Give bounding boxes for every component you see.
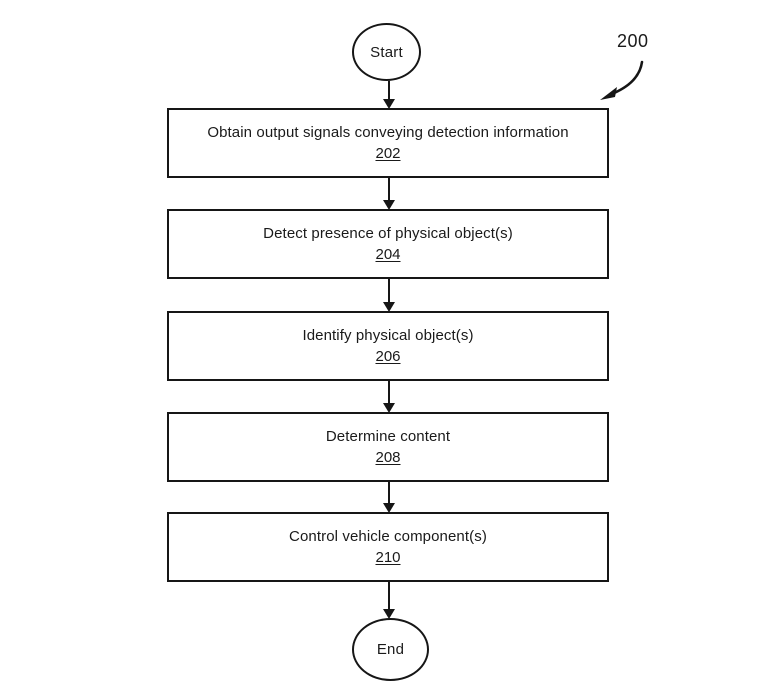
process-box-204-ref: 204	[375, 246, 401, 263]
connector-206-to-208	[381, 381, 397, 413]
arrow-down-icon	[383, 302, 395, 312]
process-box-204: Detect presence of physical object(s) 20…	[167, 209, 609, 279]
process-box-206: Identify physical object(s) 206	[167, 311, 609, 381]
process-box-210-text: Control vehicle component(s)	[289, 528, 487, 545]
process-box-202-ref: 202	[375, 145, 401, 162]
arrow-down-icon	[383, 403, 395, 413]
end-terminator: End	[352, 618, 429, 681]
connector-210-to-end	[381, 582, 397, 619]
arrow-down-icon	[383, 99, 395, 109]
arrow-down-icon	[383, 503, 395, 513]
process-box-208-text: Determine content	[325, 428, 451, 445]
figure-reference-number: 200	[617, 31, 649, 51]
connector-stem	[388, 381, 390, 404]
process-box-202-text: Obtain output signals conveying detectio…	[207, 124, 569, 141]
connector-stem	[388, 178, 390, 201]
start-terminator-label: Start	[370, 43, 403, 61]
process-box-206-ref: 206	[375, 348, 401, 365]
start-terminator: Start	[352, 23, 421, 81]
connector-stem	[388, 279, 390, 303]
process-box-204-text: Detect presence of physical object(s)	[263, 225, 513, 242]
end-terminator-label: End	[376, 641, 405, 658]
connector-start-to-202	[381, 81, 397, 109]
process-box-210: Control vehicle component(s) 210	[167, 512, 609, 582]
process-box-210-ref: 210	[375, 549, 401, 566]
process-box-208: Determine content 208	[167, 412, 609, 482]
connector-202-to-204	[381, 178, 397, 210]
connector-208-to-210	[381, 482, 397, 513]
arrow-down-icon	[383, 200, 395, 210]
process-box-202: Obtain output signals conveying detectio…	[167, 108, 609, 178]
process-box-208-ref: 208	[375, 449, 401, 466]
process-box-206-text: Identify physical object(s)	[302, 327, 474, 344]
connector-stem	[388, 81, 390, 100]
connector-stem	[388, 482, 390, 504]
arrow-down-icon	[383, 609, 395, 619]
figure-leader-arrow-icon	[600, 60, 644, 100]
connector-204-to-206	[381, 279, 397, 312]
connector-stem	[388, 582, 390, 610]
